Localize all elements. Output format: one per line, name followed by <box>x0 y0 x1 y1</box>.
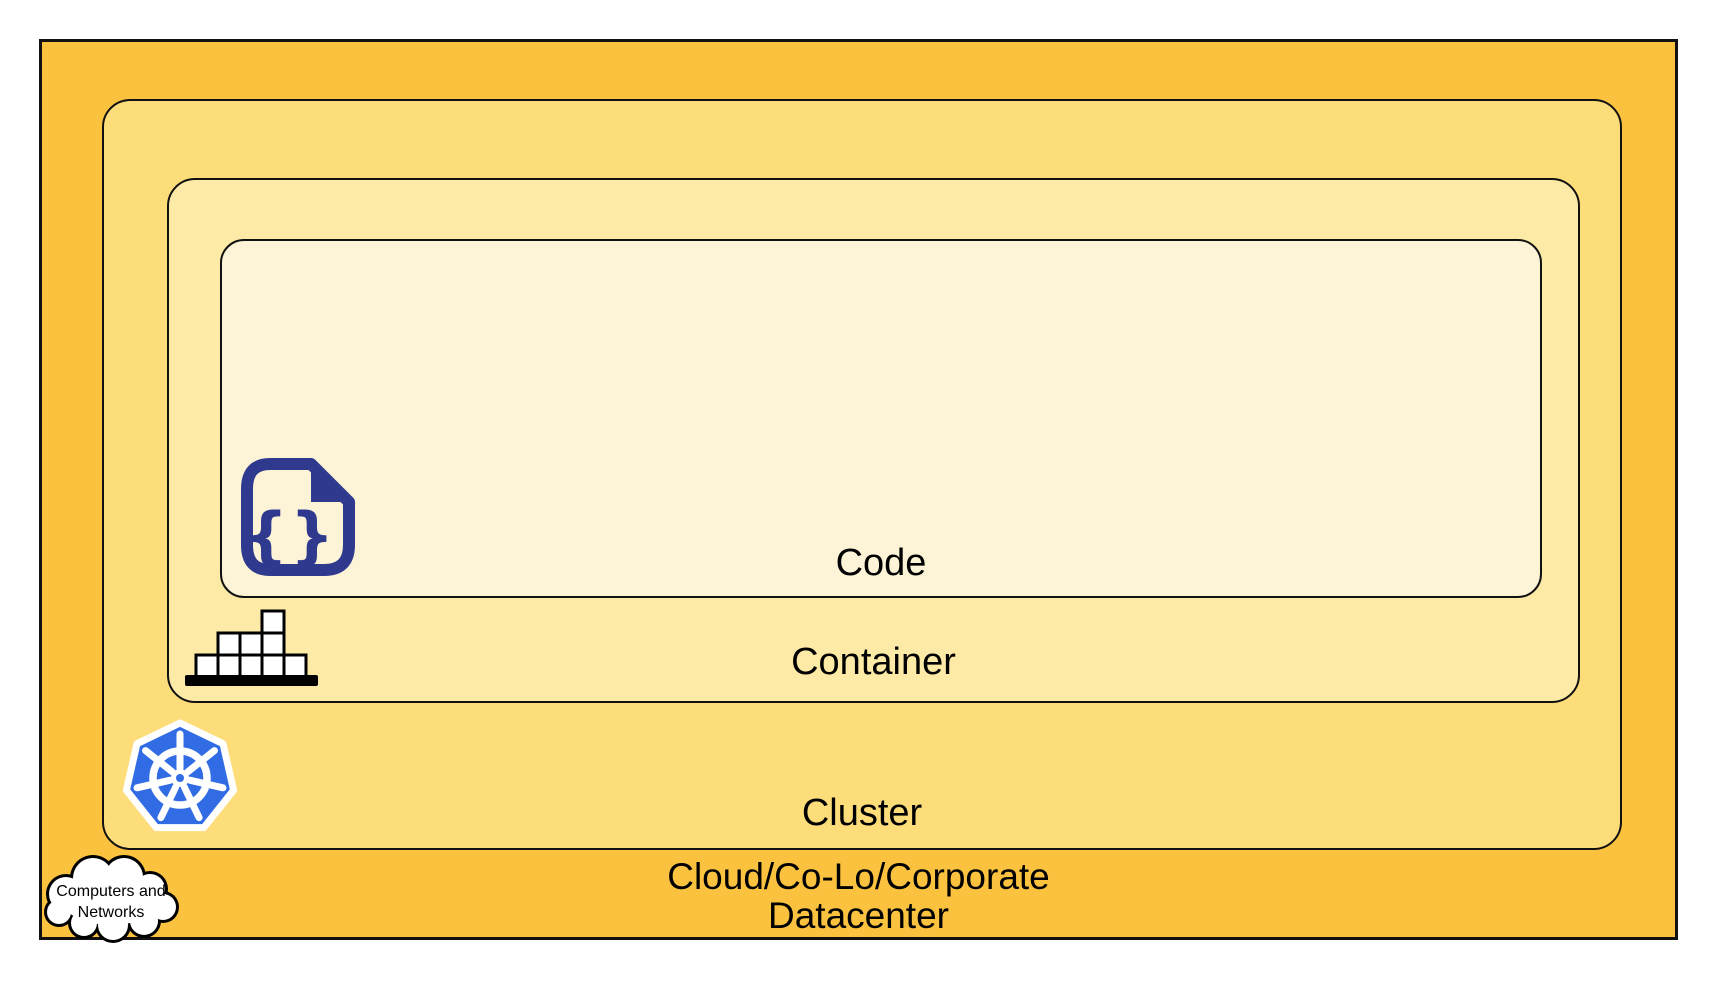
container-blocks-icon <box>185 608 318 686</box>
cloud-svg: Computers and Networks <box>44 855 179 943</box>
code-file-fold <box>311 464 349 502</box>
layer-code: {} Code <box>220 239 1542 598</box>
cloud-body <box>47 858 176 940</box>
container-baseline-bar <box>185 675 318 686</box>
code-label: Code <box>835 542 927 585</box>
code-file-icon: {} <box>240 457 356 577</box>
container-blocks-svg <box>185 609 318 686</box>
cloud-text-line2: Networks <box>78 904 145 921</box>
container-label: Container <box>791 641 956 684</box>
code-braces-glyph: {} <box>244 499 336 572</box>
layer-container: {} Code <box>167 178 1580 703</box>
kubernetes-wheel-rim <box>149 747 211 809</box>
cloud-text-line1: Computers and <box>56 883 165 900</box>
kubernetes-icon <box>122 715 238 837</box>
code-file-outline <box>241 458 355 576</box>
datacenter-label-line1: Cloud/Co-Lo/Corporate <box>667 855 1050 897</box>
cloud-icon: Computers and Networks <box>39 853 184 944</box>
kubernetes-wheel-hub-dot <box>176 774 184 782</box>
datacenter-label-line2: Datacenter <box>768 894 949 936</box>
cluster-label: Cluster <box>801 792 923 835</box>
container-blocks-group <box>194 609 308 679</box>
layer-datacenter: {} Code <box>39 39 1678 943</box>
code-file-icon-svg: {} <box>241 458 355 576</box>
kubernetes-svg <box>122 719 238 832</box>
layer-cluster: {} Code <box>102 99 1622 850</box>
datacenter-label: Cloud/Co-Lo/Corporate Datacenter <box>42 855 1675 936</box>
